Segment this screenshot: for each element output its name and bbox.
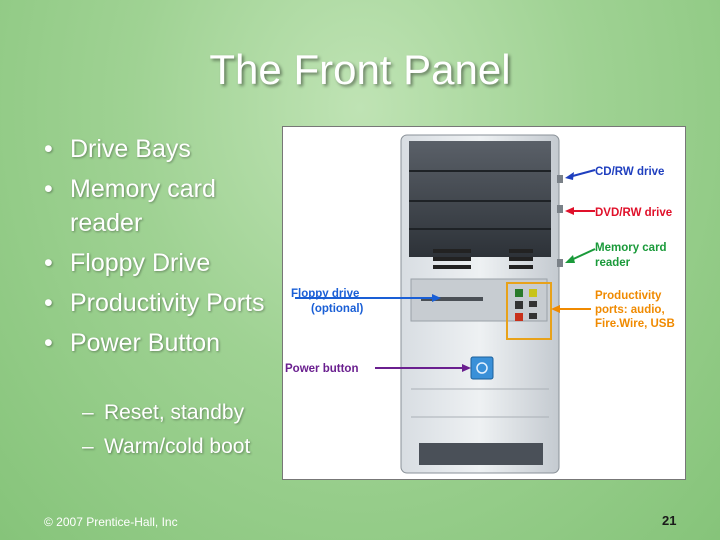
bullet-item: •Power Button (44, 329, 221, 357)
label-cd-rw: CD/RW drive (595, 166, 664, 178)
sub-bullet-list: –Reset, standby –Warm/cold boot (82, 396, 250, 464)
productivity-ports-box (506, 282, 552, 340)
bullet-item: •Drive Bays (44, 135, 191, 163)
label-productivity-2: ports: audio, (595, 304, 665, 316)
sub-bullet-text: Reset, standby (104, 401, 245, 424)
label-productivity-3: Fire.Wire, USB (595, 318, 675, 330)
sub-bullet-text: Warm/cold boot (104, 435, 251, 458)
power-button (470, 356, 494, 380)
label-memory-card-2: reader (595, 257, 631, 269)
dvd-eject-button (557, 205, 563, 213)
computer-tower-illustration: CD/RW drive DVD/RW drive Memory card rea… (285, 134, 675, 474)
label-floppy: Floppy drive (291, 288, 359, 300)
front-panel-figure: CD/RW drive DVD/RW drive Memory card rea… (282, 126, 686, 480)
cd-eject-button (557, 175, 563, 183)
slide-title: The Front Panel (209, 46, 511, 93)
tower-base (419, 443, 543, 465)
label-dvd-rw: DVD/RW drive (595, 207, 672, 219)
bullet-item: •Productivity Ports (44, 289, 265, 317)
bullet-text: Power Button (70, 329, 221, 357)
bullet-text: Drive Bays (70, 135, 191, 163)
bullet-list: •Drive Bays •Memory card reader •Floppy … (44, 132, 274, 366)
label-productivity: Productivity (595, 290, 662, 302)
drive-bay-panel (409, 141, 551, 257)
floppy-slot (421, 297, 483, 301)
bullet-item: •Memory card reader (44, 175, 216, 237)
bullet-text: Productivity Ports (70, 289, 265, 317)
card-indicator (557, 259, 563, 267)
label-floppy-optional: (optional) (311, 303, 364, 315)
sub-bullet-item: –Warm/cold boot (82, 435, 251, 458)
page-number: 21 (662, 513, 677, 528)
label-memory-card: Memory card (595, 242, 667, 254)
power-icon (476, 362, 488, 374)
bullet-text: Memory card reader (70, 175, 216, 237)
bullet-text: Floppy Drive (70, 249, 211, 277)
copyright-footer: © 2007 Prentice-Hall, Inc (44, 515, 178, 529)
bullet-item: •Floppy Drive (44, 249, 211, 277)
label-power-button: Power button (285, 363, 358, 375)
sub-bullet-item: –Reset, standby (82, 401, 245, 424)
